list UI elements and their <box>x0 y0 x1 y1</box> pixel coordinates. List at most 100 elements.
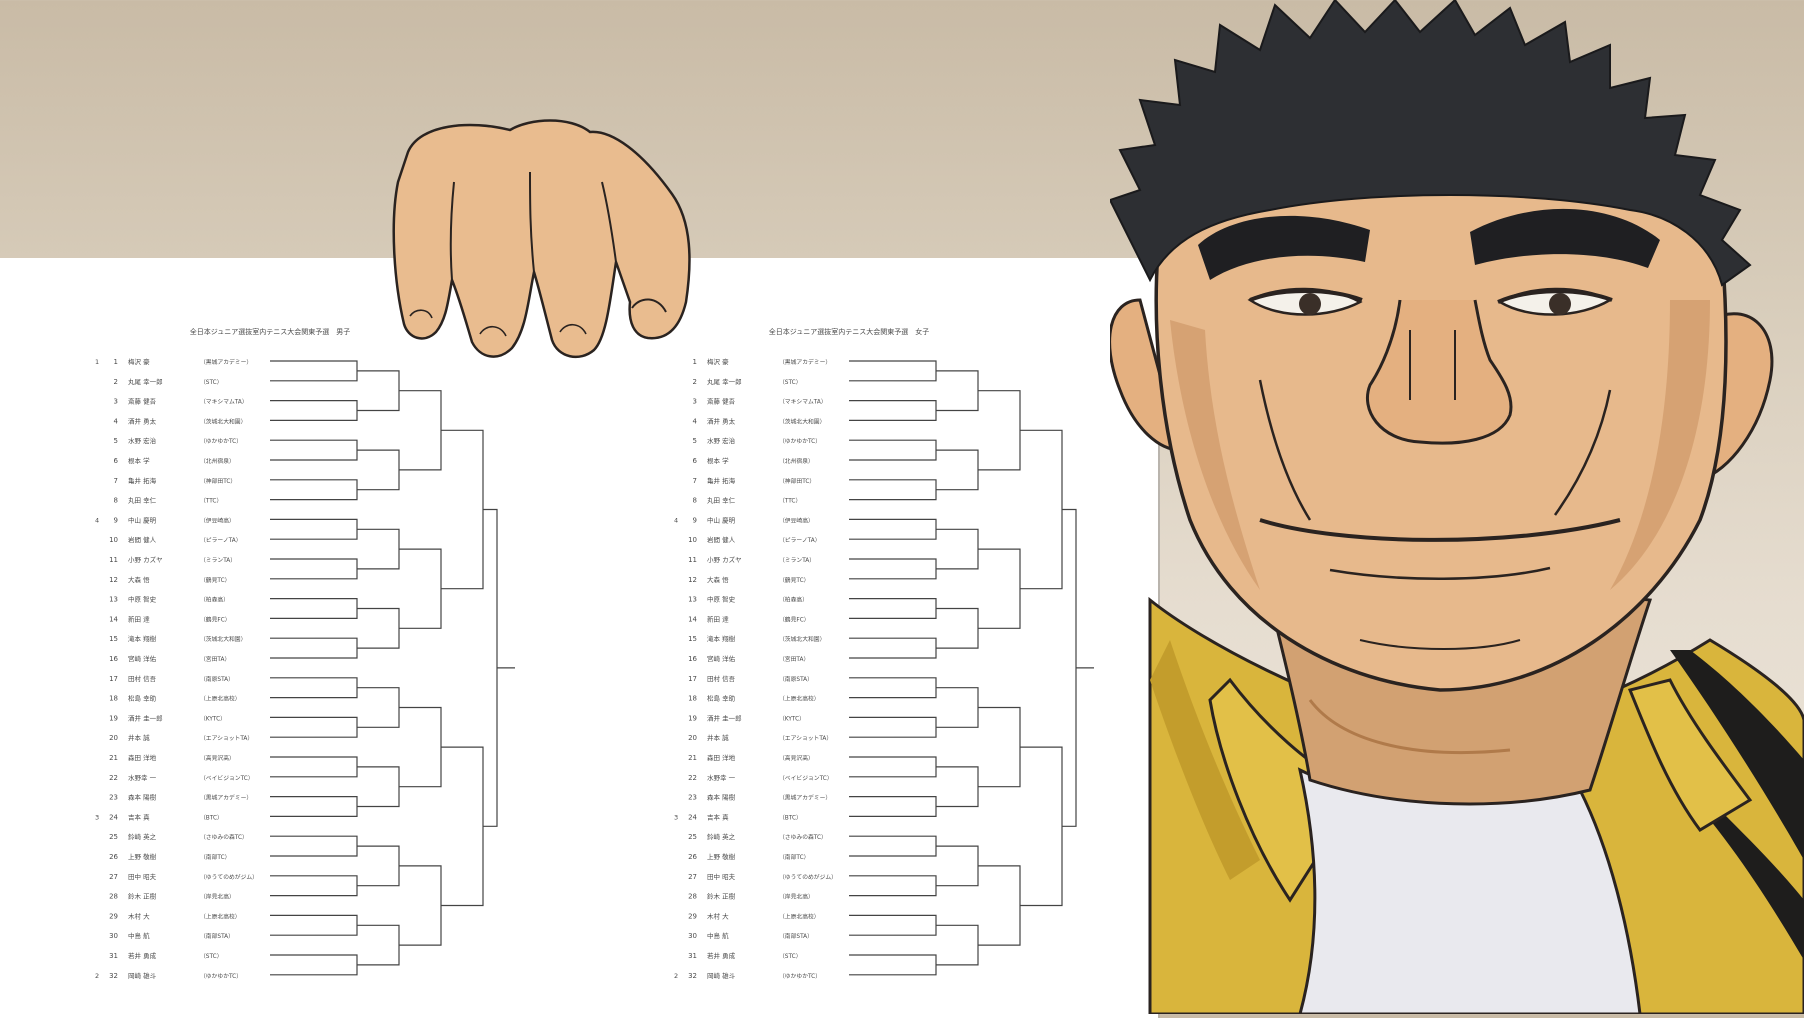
player-name: 丸田 幸仁 <box>128 496 157 505</box>
player-name: 新田 達 <box>707 614 729 623</box>
bracket-line <box>894 598 937 619</box>
player-name: 酒井 勇太 <box>128 416 157 425</box>
bracket-line <box>441 746 484 907</box>
player-name: 斎藤 健吾 <box>128 397 157 406</box>
bracket-line <box>399 706 442 788</box>
player-name: 梅沢 豪 <box>128 357 150 366</box>
player-club: （南部STA） <box>779 932 813 940</box>
player-name: 木村 大 <box>128 911 150 920</box>
player-number: 17 <box>109 675 118 683</box>
man-illustration <box>1110 0 1804 1014</box>
bracket-line <box>978 706 1021 788</box>
player-name: 森本 陽樹 <box>128 793 157 802</box>
seed-number: 3 <box>674 813 678 821</box>
bracket-line <box>936 449 979 491</box>
player-number: 18 <box>688 695 697 703</box>
player-name: 水野幸 一 <box>128 773 157 782</box>
player-name: 井本 誠 <box>128 733 150 742</box>
bracket-line <box>315 835 358 857</box>
player-club: （南原STA） <box>779 675 813 683</box>
player-club: （黒城アカデミー） <box>200 358 252 366</box>
player-name: 中山 慶明 <box>707 515 736 524</box>
player-name: 中島 航 <box>707 931 729 940</box>
bracket-line <box>315 716 358 738</box>
bracket-line <box>894 914 937 936</box>
bracket-line <box>894 716 937 738</box>
player-name: 鈴木 正樹 <box>707 892 736 901</box>
bracket-line <box>894 835 937 857</box>
player-club: （上原北高校） <box>779 912 820 920</box>
player-club: （さゆみの森TC） <box>779 833 827 841</box>
player-number: 32 <box>109 972 118 980</box>
player-name: 斎藤 健吾 <box>707 397 736 406</box>
player-name: 田中 昭夫 <box>128 872 157 881</box>
player-number: 26 <box>109 853 118 861</box>
seed-number: 4 <box>95 516 99 524</box>
player-club: （茨城北大和園） <box>779 635 825 643</box>
player-name: 上野 敬樹 <box>707 852 736 861</box>
player-name: 井本 誠 <box>707 733 729 742</box>
player-name: 若井 勇成 <box>707 951 736 960</box>
player-number: 12 <box>109 576 118 584</box>
player-club: （ミランTA） <box>200 557 236 564</box>
bracket-line <box>936 766 979 808</box>
player-number: 25 <box>688 833 697 841</box>
bracket-line <box>978 390 1021 471</box>
player-name: 岡崎 雄斗 <box>707 971 736 980</box>
player-name: 酒井 圭一郎 <box>707 713 742 722</box>
player-club: （ゆかゆかTC） <box>779 438 821 445</box>
player-number: 24 <box>109 813 118 821</box>
bracket-line <box>894 677 937 699</box>
player-club: （柏森高） <box>200 596 229 604</box>
player-number: 29 <box>688 912 697 920</box>
player-club: （茨城北大和園） <box>779 417 825 425</box>
bracket-line <box>315 598 358 619</box>
seed-number: 3 <box>95 813 99 821</box>
bracket-line <box>936 924 979 966</box>
player-club: （ベイビジョンTC） <box>200 774 254 782</box>
player-name: 田村 信吾 <box>707 674 736 683</box>
player-club: （上原北高校） <box>200 912 241 920</box>
player-name: 木村 大 <box>707 911 729 920</box>
player-club: （ピラーノTA） <box>200 537 242 544</box>
player-club: （マキシマムTA） <box>200 399 248 406</box>
player-club: （上原北高校） <box>779 695 820 703</box>
player-number: 14 <box>688 615 697 623</box>
player-number: 12 <box>688 576 697 584</box>
player-number: 21 <box>109 754 118 762</box>
player-club: （南部TC） <box>200 853 230 861</box>
player-number: 1 <box>693 358 697 366</box>
bracket-line <box>357 607 400 649</box>
player-name: 岩間 健人 <box>707 535 736 544</box>
player-number: 2 <box>693 378 697 386</box>
player-name: 梅沢 豪 <box>707 357 729 366</box>
player-number: 28 <box>109 893 118 901</box>
player-club: （エアショットTA） <box>200 735 253 742</box>
bracket-line <box>894 360 937 382</box>
player-number: 27 <box>109 873 118 881</box>
player-club: （南部STA） <box>200 932 234 940</box>
player-name: 新田 達 <box>128 614 150 623</box>
player-club: （黒城アカデミー） <box>779 358 831 366</box>
player-name: 滝本 翔樹 <box>707 634 736 643</box>
player-number: 28 <box>688 893 697 901</box>
player-number: 21 <box>688 754 697 762</box>
player-number: 3 <box>114 398 118 406</box>
player-number: 20 <box>109 734 118 742</box>
player-number: 5 <box>693 437 697 445</box>
bracket-line <box>1062 508 1077 827</box>
bracket-line <box>357 449 400 491</box>
player-club: （ゆうてのめがジム） <box>200 873 258 881</box>
bracket-line <box>399 865 442 946</box>
bracket-line <box>441 429 484 590</box>
player-number: 19 <box>109 714 118 722</box>
player-number: 15 <box>688 635 697 643</box>
player-number: 17 <box>688 675 697 683</box>
player-club: （南原STA） <box>200 675 234 683</box>
player-club: （宮田TA） <box>200 655 230 663</box>
player-number: 27 <box>688 873 697 881</box>
player-number: 13 <box>688 596 697 604</box>
bracket-line <box>315 360 358 382</box>
